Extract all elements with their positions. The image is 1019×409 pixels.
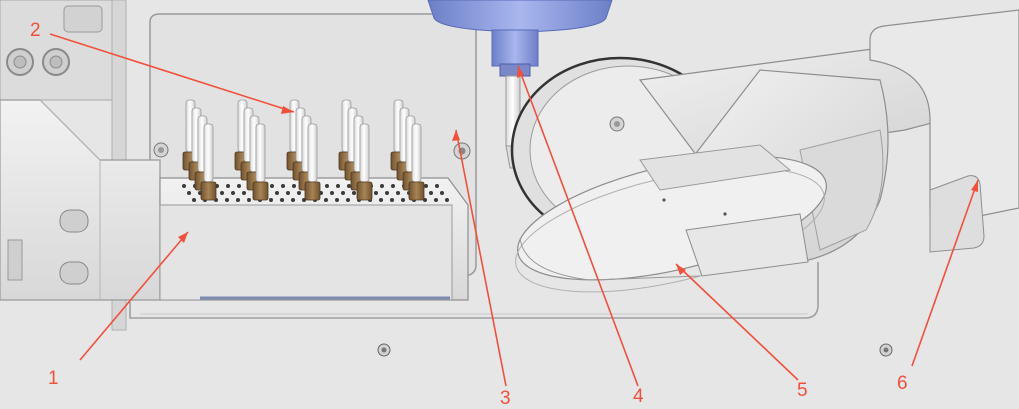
sample-tube	[411, 123, 422, 183]
turntable-disc	[515, 144, 827, 293]
rack-hole	[330, 191, 334, 195]
rack-hole	[347, 184, 351, 188]
tube-cap	[356, 181, 373, 201]
rack-hole	[220, 191, 224, 195]
rack-hole	[391, 184, 395, 188]
rack-hole	[291, 198, 295, 202]
callout-label-1: 1	[48, 368, 59, 389]
callout-leader-1	[79, 231, 189, 361]
sample-tubes	[182, 99, 425, 201]
callout-arrowhead-4	[517, 66, 524, 78]
sample-tube	[307, 123, 318, 183]
callout-arrowhead-5	[676, 264, 686, 275]
rack-hole	[325, 184, 329, 188]
sample-tube	[359, 123, 370, 183]
rack-hole	[396, 191, 400, 195]
tube-cap	[200, 181, 217, 201]
rack-hole	[434, 198, 438, 202]
callout-label-2: 2	[30, 20, 41, 41]
tube-cap	[304, 181, 321, 201]
rack-hole	[336, 184, 340, 188]
rack-hole	[275, 191, 279, 195]
callout-label-3: 3	[500, 388, 511, 409]
tube-cap	[408, 181, 425, 201]
sample-tube	[203, 123, 214, 183]
callout-arrowhead-6	[971, 180, 978, 192]
rack-hole	[341, 191, 345, 195]
floor-screws	[377, 343, 893, 357]
rack-hole	[390, 198, 394, 202]
rack-hole	[346, 198, 350, 202]
rack-hole	[379, 198, 383, 202]
clamp-block	[0, 99, 161, 301]
rack-hole	[182, 184, 186, 188]
callout-label-6: 6	[897, 373, 908, 394]
rack-hole	[324, 198, 328, 202]
rack-hole	[280, 198, 284, 202]
callout-leader-6	[911, 179, 979, 367]
rack-hole	[192, 198, 196, 202]
rack-hole	[281, 184, 285, 188]
rack-hole	[374, 191, 378, 195]
rack-hole	[226, 184, 230, 188]
rack-hole	[231, 191, 235, 195]
callout-arrowhead-1	[178, 232, 188, 243]
callout-layer: 1 2 3 4 5 6	[30, 20, 979, 409]
rack-hole	[297, 191, 301, 195]
rack-hole	[385, 191, 389, 195]
rack-hole	[270, 184, 274, 188]
rack-hole	[335, 198, 339, 202]
callout-leader-3	[455, 129, 507, 387]
tray-outline	[129, 262, 819, 319]
callout-leader-5	[675, 263, 799, 381]
rack-hole	[237, 184, 241, 188]
rack-hole	[352, 191, 356, 195]
rack-hole	[380, 184, 384, 188]
callout-arrowhead-3	[452, 130, 460, 141]
rack-hole	[440, 191, 444, 195]
callout-leader-4	[517, 65, 639, 387]
rack-hole	[236, 198, 240, 202]
rack-hole	[401, 198, 405, 202]
callout-label-4: 4	[633, 386, 644, 407]
rack-hole	[269, 198, 273, 202]
callout-leader-2	[49, 33, 295, 113]
rack-hole	[187, 191, 191, 195]
rack-hole	[286, 191, 290, 195]
rack-hole	[429, 191, 433, 195]
sample-rack	[159, 99, 469, 301]
sample-tube	[255, 123, 266, 183]
rack-hole	[247, 198, 251, 202]
rack-hole	[445, 198, 449, 202]
rack-hole	[424, 184, 428, 188]
rack-hole	[225, 198, 229, 202]
callout-label-5: 5	[797, 380, 808, 401]
rack-hole	[242, 191, 246, 195]
tube-cap	[252, 181, 269, 201]
rack-hole	[292, 184, 296, 188]
rack-hole	[435, 184, 439, 188]
callout-arrowhead-2	[281, 106, 294, 114]
